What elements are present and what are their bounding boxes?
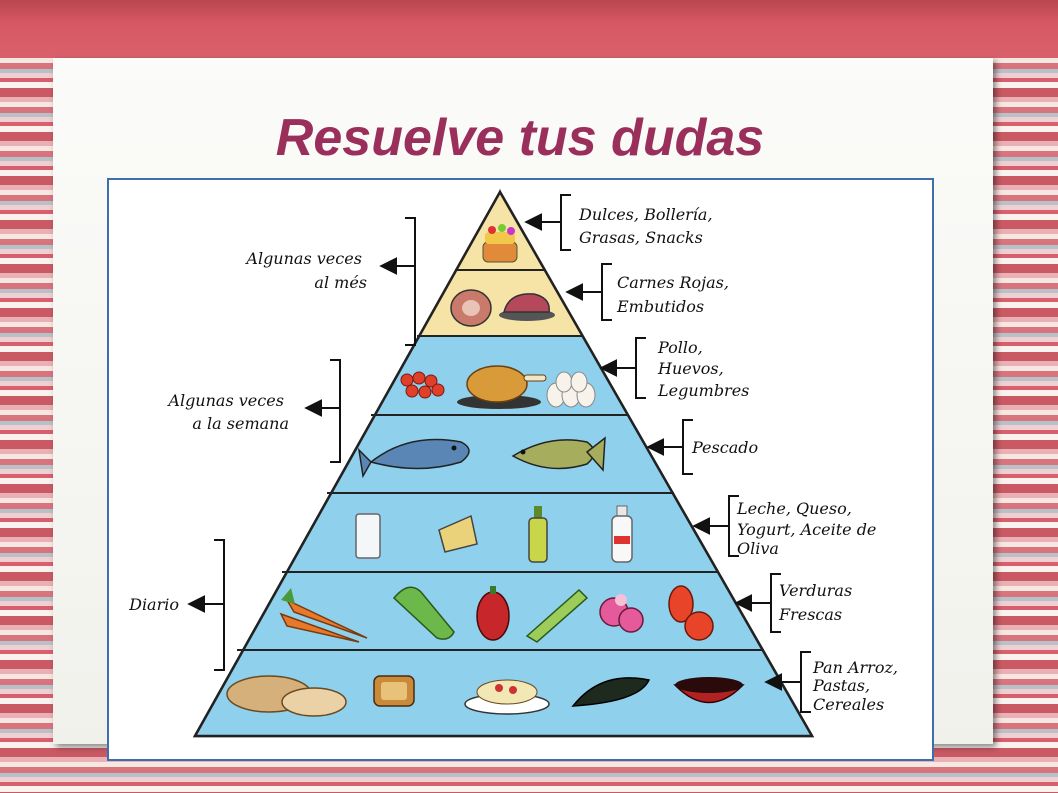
olive-oil-bottle-icon: [528, 506, 548, 563]
food-pyramid-diagram: Dulces, Bollería, Grasas, Snacks Carnes …: [107, 178, 934, 761]
left-arrows: [187, 257, 415, 613]
yogurt-bottle-icon: [611, 505, 633, 563]
top-stripe-band: [0, 0, 1058, 58]
fish-icon: [357, 438, 470, 479]
cheese-icon: [438, 514, 478, 553]
radish-icon: [599, 594, 644, 633]
cake-icon: [482, 224, 518, 263]
pepper-dark-icon: [571, 677, 651, 707]
bread-icon: [226, 675, 347, 717]
pasta-plate-icon: [464, 679, 550, 715]
celery-icon: [392, 586, 455, 640]
toast-icon: [373, 675, 415, 707]
food-pyramid-svg: Dulces, Bollería, Grasas, Snacks Carnes …: [128, 188, 903, 738]
carrots-icon: [279, 588, 368, 643]
frequency-label-daily: Diario: [128, 595, 179, 614]
tier-label-vegetables: Verduras Frescas: [778, 581, 857, 624]
tier-label-poultry: Pollo, Huevos, Legumbres: [657, 338, 749, 400]
frequency-label-weekly: Algunas veces a la semana: [166, 391, 289, 433]
cucumber-icon: [525, 588, 589, 643]
beans-icon: [400, 371, 445, 399]
rice-bowl-icon: [673, 677, 745, 704]
tier-label-cereals: Pan Arroz, Pastas, Cereales: [812, 658, 903, 714]
tomato-icon: [668, 585, 714, 641]
right-arrows: [524, 213, 801, 691]
roast-chicken-icon: [457, 365, 547, 409]
red-meat-icon: [499, 293, 555, 321]
ham-icon: [450, 289, 492, 327]
slide-title: Resuelve tus dudas: [275, 109, 765, 167]
eggs-icon: [546, 371, 596, 408]
frequency-label-monthly: Algunas veces al més: [244, 249, 367, 292]
fish-icon: [511, 436, 606, 472]
milk-glass-icon: [355, 513, 381, 559]
tier-label-red-meat: Carnes Rojas, Embutidos: [616, 273, 734, 316]
tier-label-sweets: Dulces, Bollería, Grasas, Snacks: [578, 205, 718, 247]
tier-label-fish: Pescado: [691, 438, 758, 457]
pepper-icon: [476, 586, 510, 641]
tier-label-dairy: Leche, Queso, Yogurt, Aceite de Oliva: [736, 499, 882, 558]
